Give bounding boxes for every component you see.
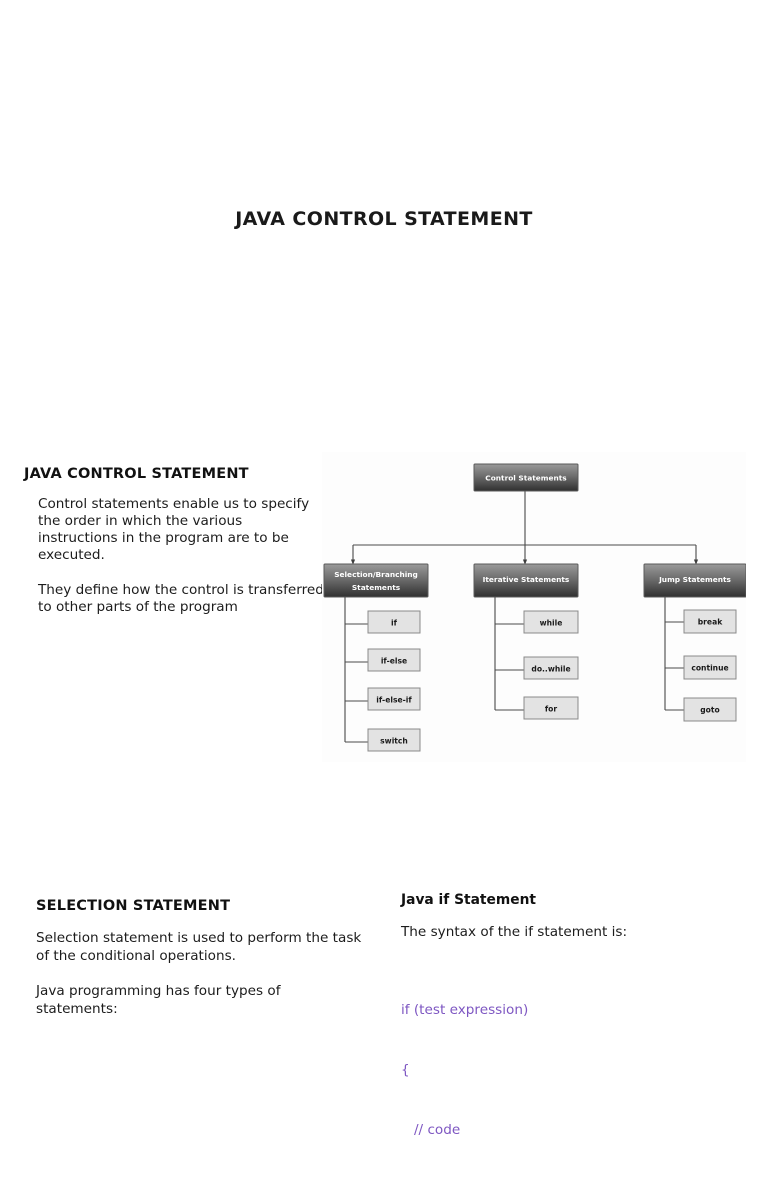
leaf-break-label: break (698, 618, 723, 627)
leaf-if-else-label: if-else (381, 657, 407, 666)
node-control-statements-label: Control Statements (485, 474, 567, 483)
leaf-if-else-if: if-else-if (367, 687, 421, 711)
connector-group-jump (664, 597, 684, 711)
node-jump-statements: Jump Statements (643, 563, 746, 598)
node-iterative-statements: Iterative Statements (473, 563, 579, 598)
leaf-while-box (523, 610, 579, 634)
node-jump-statements-label: Jump Statements (658, 575, 731, 584)
leaf-goto-box (683, 697, 737, 722)
if-syntax-code-block: if (test expression) { // code (401, 960, 741, 1180)
node-selection-branching-box (323, 563, 429, 598)
node-iterative-statements-label: Iterative Statements (483, 575, 570, 584)
leaf-if-else: if-else (367, 648, 421, 672)
leaf-continue: continue (683, 655, 737, 680)
java-if-statement-intro: The syntax of the if statement is: (401, 924, 628, 940)
leaf-goto-label: goto (700, 706, 720, 715)
leaf-if-label: if (391, 619, 398, 628)
leaf-for-label: for (545, 705, 558, 714)
intro-paragraph-1: Control statements enable us to specify … (38, 496, 310, 563)
diagram-canvas: Control Statements Selection/Branching S… (323, 463, 746, 752)
code-line-3: // code (401, 1121, 461, 1138)
node-selection-branching-label-line1: Selection/Branching (334, 570, 418, 579)
leaf-do-while-box (523, 656, 579, 680)
node-control-statements: Control Statements (473, 463, 579, 492)
leaf-for-box (523, 696, 579, 720)
code-line-2: { (401, 1061, 410, 1078)
leaf-switch-box (367, 728, 421, 752)
java-if-statement-heading: Java if Statement (401, 892, 537, 908)
leaf-if-else-if-box (367, 687, 421, 711)
leaf-while: while (523, 610, 579, 634)
node-selection-branching: Selection/Branching Statements (323, 563, 429, 598)
node-iterative-statements-box (473, 563, 579, 598)
intro-section: JAVA CONTROL STATEMENT Control statement… (24, 466, 324, 616)
leaf-if-box (367, 610, 421, 634)
leaf-if-else-if-label: if-else-if (376, 696, 412, 705)
leaf-if: if (367, 610, 421, 634)
connector-group-top (350, 491, 699, 565)
leaf-do-while-label: do..while (531, 665, 570, 674)
intro-paragraph-2: They define how the control is transferr… (38, 582, 324, 615)
java-if-statement-section: Java if Statement The syntax of the if s… (401, 892, 741, 1180)
code-line-1: if (test expression) (401, 1001, 529, 1018)
leaf-switch-label: switch (380, 737, 408, 746)
node-selection-branching-label-line2: Statements (352, 583, 401, 592)
control-statements-diagram: Control Statements Selection/Branching S… (322, 452, 746, 762)
document-page: JAVA CONTROL STATEMENT JAVA CONTROL STAT… (24, 208, 746, 1138)
leaf-goto: goto (683, 697, 737, 722)
selection-statement-section: SELECTION STATEMENT Selection statement … (36, 898, 366, 1036)
connector-group-iterative (494, 597, 524, 711)
leaf-continue-box (683, 655, 737, 680)
leaf-break-box (683, 609, 737, 634)
leaf-while-label: while (540, 619, 563, 628)
selection-statement-paragraph-2: Java programming has four types of state… (36, 983, 281, 1017)
leaf-switch: switch (367, 728, 421, 752)
selection-statement-paragraph-1: Selection statement is used to perform t… (36, 930, 362, 964)
intro-heading: JAVA CONTROL STATEMENT (24, 466, 249, 482)
leaf-for: for (523, 696, 579, 720)
page-title: JAVA CONTROL STATEMENT (235, 208, 533, 230)
leaf-if-else-box (367, 648, 421, 672)
connector-group-selection (344, 597, 368, 743)
leaf-continue-label: continue (691, 664, 728, 673)
selection-statement-heading: SELECTION STATEMENT (36, 898, 231, 914)
leaf-do-while: do..while (523, 656, 579, 680)
node-jump-statements-box (643, 563, 746, 598)
leaf-break: break (683, 609, 737, 634)
node-control-statements-box (473, 463, 579, 492)
